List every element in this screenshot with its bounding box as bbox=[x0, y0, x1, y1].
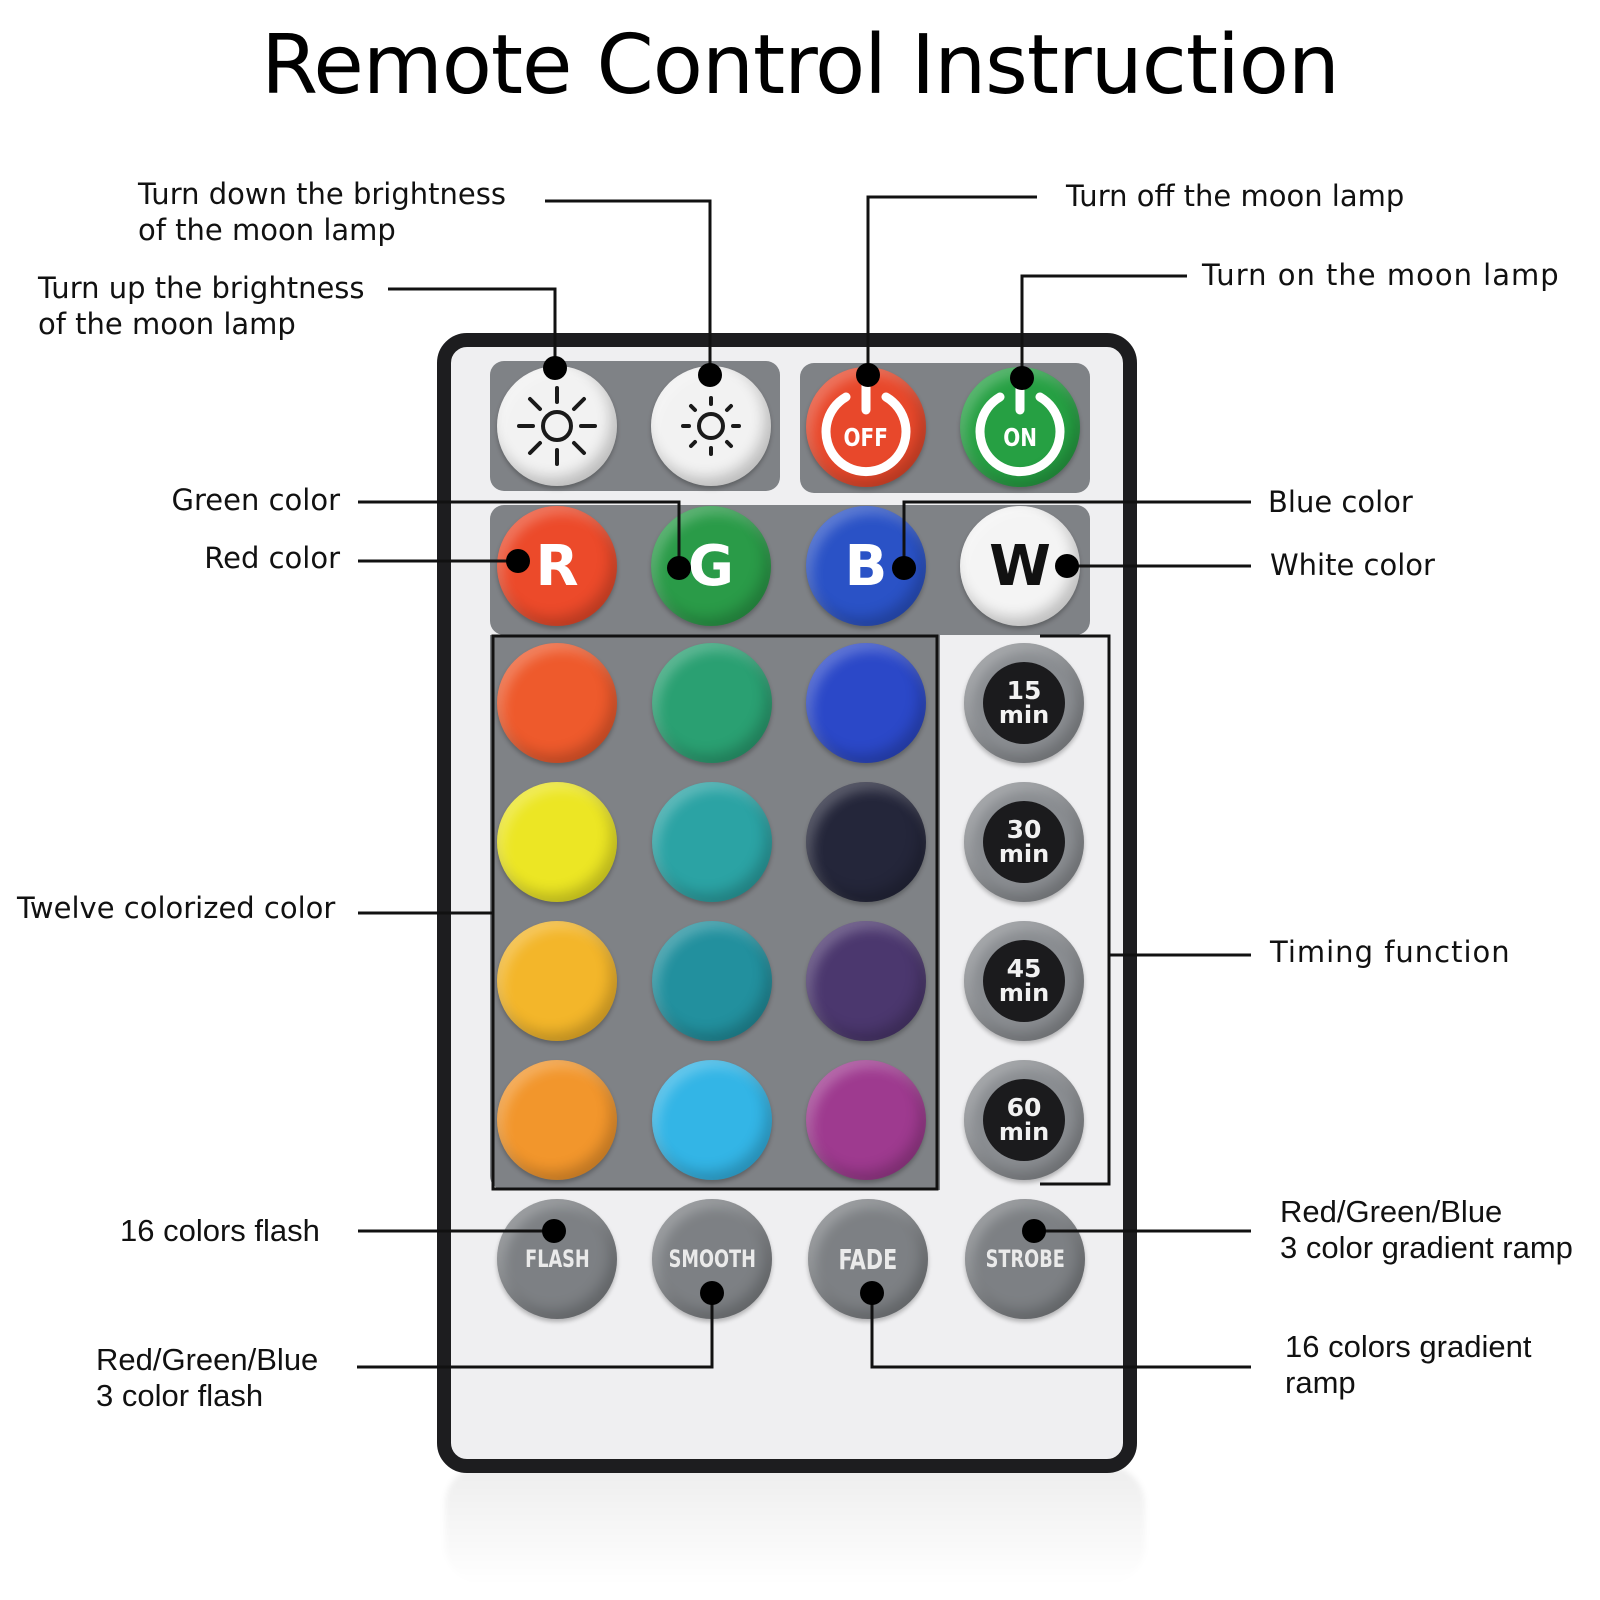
timer-num: 60 bbox=[1006, 1093, 1042, 1122]
off-button-label: OFF bbox=[843, 422, 889, 452]
timer-num: 15 bbox=[1006, 676, 1042, 705]
label-line: of the moon lamp bbox=[138, 213, 396, 247]
color-button-1[interactable] bbox=[497, 643, 617, 763]
label-line: Turn down the brightness bbox=[138, 177, 506, 211]
red-button[interactable]: R bbox=[497, 506, 617, 626]
label-rgb-gradient-ramp: Red/Green/Blue 3 color gradient ramp bbox=[1280, 1194, 1573, 1266]
smooth-button[interactable]: SMOOTH bbox=[652, 1199, 772, 1319]
flash-button[interactable]: FLASH bbox=[497, 1199, 617, 1319]
timer-unit: min bbox=[998, 701, 1050, 729]
label-16-colors-gradient: 16 colors gradient ramp bbox=[1285, 1329, 1531, 1401]
label-line: of the moon lamp bbox=[38, 307, 296, 341]
strobe-button[interactable]: STROBE bbox=[965, 1199, 1085, 1319]
color-button-3[interactable] bbox=[806, 643, 926, 763]
label-16-colors-flash: 16 colors flash bbox=[120, 1213, 320, 1248]
on-button[interactable]: ON bbox=[960, 367, 1080, 487]
label-timing: Timing function bbox=[1270, 935, 1511, 969]
label-line: ramp bbox=[1285, 1365, 1356, 1400]
off-button[interactable]: OFF bbox=[806, 367, 926, 487]
red-button-label: R bbox=[535, 533, 579, 599]
power-icon bbox=[821, 379, 911, 477]
label-white: White color bbox=[1270, 548, 1435, 582]
flash-button-label: FLASH bbox=[524, 1245, 590, 1273]
label-line: 3 color flash bbox=[96, 1378, 264, 1413]
page-title: Remote Control Instruction bbox=[261, 18, 1340, 113]
fade-button-label: FADE bbox=[838, 1242, 898, 1276]
color-button-2[interactable] bbox=[652, 643, 772, 763]
timer-num: 45 bbox=[1006, 954, 1042, 983]
timer-unit: min bbox=[998, 979, 1050, 1007]
color-button-10[interactable] bbox=[497, 1060, 617, 1180]
color-button-8[interactable] bbox=[652, 921, 772, 1041]
timer-unit: min bbox=[998, 1118, 1050, 1146]
label-line: Turn up the brightness bbox=[38, 271, 365, 305]
smooth-button-label: SMOOTH bbox=[668, 1245, 756, 1273]
color-button-9[interactable] bbox=[806, 921, 926, 1041]
label-turn-on: Turn on the moon lamp bbox=[1202, 258, 1560, 292]
label-red: Red color bbox=[204, 541, 340, 575]
green-button[interactable]: G bbox=[651, 506, 771, 626]
blue-button[interactable]: B bbox=[806, 506, 926, 626]
label-blue: Blue color bbox=[1268, 485, 1413, 519]
label-line: Red/Green/Blue bbox=[96, 1342, 319, 1377]
green-button-label: G bbox=[688, 533, 734, 599]
label-line: 16 colors gradient bbox=[1285, 1329, 1532, 1364]
on-button-label: ON bbox=[1003, 422, 1037, 452]
timer-unit: min bbox=[998, 840, 1050, 868]
color-button-11[interactable] bbox=[652, 1060, 772, 1180]
timer-num: 30 bbox=[1006, 815, 1042, 844]
sun-bright-icon bbox=[517, 386, 597, 466]
white-button[interactable]: W bbox=[960, 506, 1080, 626]
color-button-5[interactable] bbox=[652, 782, 772, 902]
label-turn-off: Turn off the moon lamp bbox=[1066, 179, 1405, 213]
white-button-label: W bbox=[989, 533, 1051, 599]
color-button-7[interactable] bbox=[497, 921, 617, 1041]
strobe-button-label: STROBE bbox=[985, 1245, 1065, 1273]
brightness-down-button[interactable] bbox=[651, 366, 771, 486]
label-rgb-flash: Red/Green/Blue 3 color flash bbox=[96, 1342, 318, 1414]
fade-button[interactable]: FADE bbox=[808, 1199, 928, 1319]
sun-dim-icon bbox=[681, 396, 741, 456]
label-brightness-up: Turn up the brightness of the moon lamp bbox=[38, 270, 365, 342]
color-button-12[interactable] bbox=[806, 1060, 926, 1180]
brightness-up-button[interactable] bbox=[497, 366, 617, 486]
label-brightness-down: Turn down the brightness of the moon lam… bbox=[138, 176, 506, 248]
label-line: Red/Green/Blue bbox=[1280, 1194, 1503, 1229]
remote-shadow bbox=[445, 1465, 1145, 1585]
blue-button-label: B bbox=[844, 533, 888, 599]
color-button-6[interactable] bbox=[806, 782, 926, 902]
label-twelve-colors: Twelve colorized color bbox=[17, 891, 336, 925]
color-button-4[interactable] bbox=[497, 782, 617, 902]
label-green: Green color bbox=[171, 483, 340, 517]
label-line: 3 color gradient ramp bbox=[1280, 1230, 1573, 1265]
